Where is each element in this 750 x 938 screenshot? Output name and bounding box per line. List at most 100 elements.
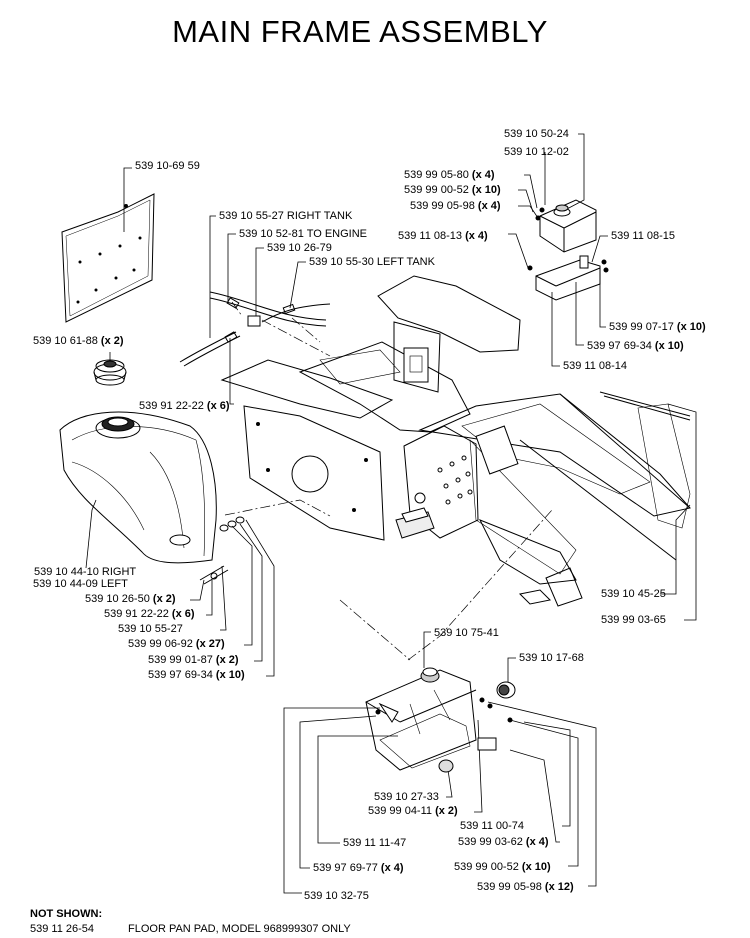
part-callout: 539 99 05-98 (x 12) xyxy=(477,881,574,894)
part-callout: 539 97 69-34 (x 10) xyxy=(148,669,245,682)
part-callout: 539 99 03-62 (x 4) xyxy=(458,836,549,849)
part-number: 539 10 27-33 xyxy=(374,791,439,803)
part-number: 539 10 55-27 xyxy=(118,623,183,635)
part-callout: 539 10 55-27 RIGHT TANK xyxy=(219,210,352,223)
part-quantity: (x 10) xyxy=(654,340,684,352)
part-callout: 539 10 75-41 xyxy=(434,627,499,640)
part-number: 539 97 69-34 xyxy=(148,669,213,681)
part-number: 539 10 26-79 xyxy=(267,242,332,254)
part-quantity: (x 12) xyxy=(544,881,574,893)
part-quantity: (x 2) xyxy=(435,805,458,817)
part-number: 539 99 03-62 xyxy=(458,836,523,848)
part-number: 539 10 45-25 xyxy=(601,588,666,600)
part-number: 539 99 01-87 xyxy=(148,654,213,666)
part-number: 539 10 55-27 RIGHT TANK xyxy=(219,210,353,222)
lower-bracket-part xyxy=(365,667,516,773)
part-quantity: (x 4) xyxy=(525,836,549,848)
part-number: 539 10 75-41 xyxy=(434,627,499,639)
part-callout: 539 10 55-27 xyxy=(118,623,183,636)
part-number: 539 10 44-09 LEFT xyxy=(33,578,128,590)
part-callout: 539 99 00-52 (x 10) xyxy=(454,861,551,874)
part-callout: 539 99 04-11 (x 2) xyxy=(368,805,458,818)
part-quantity: (x 4) xyxy=(380,862,404,874)
fuel-hose-part xyxy=(179,291,331,367)
part-number: 539 99 05-98 xyxy=(410,200,475,212)
part-quantity: (x 2) xyxy=(100,335,124,347)
part-quantity: (x 27) xyxy=(195,638,225,650)
diagram-title: MAIN FRAME ASSEMBLY xyxy=(172,14,548,49)
part-number: 539 10 44-10 RIGHT xyxy=(34,566,137,578)
part-quantity: (x 10) xyxy=(471,184,501,196)
part-callout: 539 10 61-88 (x 2) xyxy=(33,335,124,348)
part-callout: 539 99 01-87 (x 2) xyxy=(148,654,239,667)
part-number: 539 11 08-14 xyxy=(563,360,628,372)
not-shown-part-number: 539 11 26-54 xyxy=(30,923,95,935)
part-callout: 539 10-69 59 xyxy=(135,160,200,173)
part-quantity: (x 4) xyxy=(477,200,501,212)
part-number: 539 91 22-22 xyxy=(104,608,169,620)
part-callout: 539 10 55-30 LEFT TANK xyxy=(309,256,435,269)
part-callout: 539 99 06-92 (x 27) xyxy=(128,638,225,651)
part-callout: 539 10 27-33 xyxy=(374,791,439,804)
part-callout: 539 10 26-50 (x 2) xyxy=(85,593,176,606)
part-number: 539 99 04-11 xyxy=(368,805,433,817)
part-callout: 539 99 05-98 (x 4) xyxy=(410,200,501,213)
part-number: 539 10 26-50 xyxy=(85,593,150,605)
part-number: 539 99 00-52 xyxy=(454,861,519,873)
part-callout: 539 10 26-79 xyxy=(267,242,332,255)
leader-lines xyxy=(85,133,697,894)
part-callout: 539 11 08-13 (x 4) xyxy=(398,230,488,243)
part-number: 539 11 08-13 xyxy=(398,230,463,242)
part-number: 539 10 17-68 xyxy=(519,652,584,664)
part-number: 539 11 11-47 xyxy=(343,837,407,849)
part-callout: 539 10 45-25 xyxy=(601,588,666,601)
tank-hardware-part xyxy=(199,516,245,585)
part-quantity: (x 4) xyxy=(471,169,495,181)
part-number: 539 10-69 59 xyxy=(135,160,200,172)
part-number: 539 99 05-98 xyxy=(477,881,542,893)
part-quantity: (x 6) xyxy=(206,400,230,412)
part-quantity: (x 6) xyxy=(171,608,195,620)
center-lines xyxy=(224,301,553,661)
part-callout: 539 99 07-17 (x 10) xyxy=(609,321,706,334)
part-number: 539 91 22-22 xyxy=(139,400,204,412)
part-number: 539 97 69-34 xyxy=(587,340,652,352)
part-quantity: (x 10) xyxy=(676,321,706,333)
part-number: 539 99 07-17 xyxy=(609,321,674,333)
part-callout: 539 11 00-74 xyxy=(460,820,524,833)
part-number: 539 11 08-15 xyxy=(611,230,676,242)
part-callout: 539 91 22-22 (x 6) xyxy=(139,400,230,413)
part-number: 539 10 50-24 xyxy=(504,128,569,140)
part-quantity: (x 2) xyxy=(152,593,176,605)
part-callout: 539 97 69-34 (x 10) xyxy=(587,340,684,353)
part-callout: 539 10 50-24 xyxy=(504,128,569,141)
part-number: 539 99 00-52 xyxy=(404,184,469,196)
part-callout: 539 11 08-14 xyxy=(563,360,627,373)
part-number: 539 97 69-77 xyxy=(313,862,378,874)
part-callout: 539 10 32-75 xyxy=(304,890,369,903)
part-callout: 539 11 08-15 xyxy=(611,230,675,243)
part-quantity: (x 10) xyxy=(521,861,551,873)
part-number: 539 99 03-65 xyxy=(601,614,666,626)
part-quantity: (x 10) xyxy=(215,669,245,681)
part-quantity: (x 2) xyxy=(215,654,239,666)
part-callout: 539 10 44-10 RIGHT xyxy=(34,566,136,579)
part-number: 539 10 32-75 xyxy=(304,890,369,902)
fuel-cap-part xyxy=(93,359,127,386)
part-callout: 539 10 52-81 TO ENGINE xyxy=(239,228,367,241)
not-shown-heading: NOT SHOWN: xyxy=(30,908,103,920)
part-number: 539 99 06-92 xyxy=(128,638,193,650)
part-number: 539 99 05-80 xyxy=(404,169,469,181)
part-callout: 539 10 12-02 xyxy=(504,146,569,159)
part-number: 539 10 55-30 LEFT TANK xyxy=(309,256,435,268)
seat-plate-part xyxy=(61,193,155,323)
part-callout: 539 11 11-47 xyxy=(343,837,406,850)
part-callout: 539 99 05-80 (x 4) xyxy=(404,169,495,182)
part-callout: 539 91 22-22 (x 6) xyxy=(104,608,195,621)
not-shown-description: FLOOR PAN PAD, MODEL 968999307 ONLY xyxy=(128,923,351,935)
part-callout: 539 99 03-65 xyxy=(601,614,666,627)
not-shown-row: 539 11 26-54 FLOOR PAN PAD, MODEL 9689993… xyxy=(30,923,351,935)
part-callout: 539 97 69-77 (x 4) xyxy=(313,862,404,875)
